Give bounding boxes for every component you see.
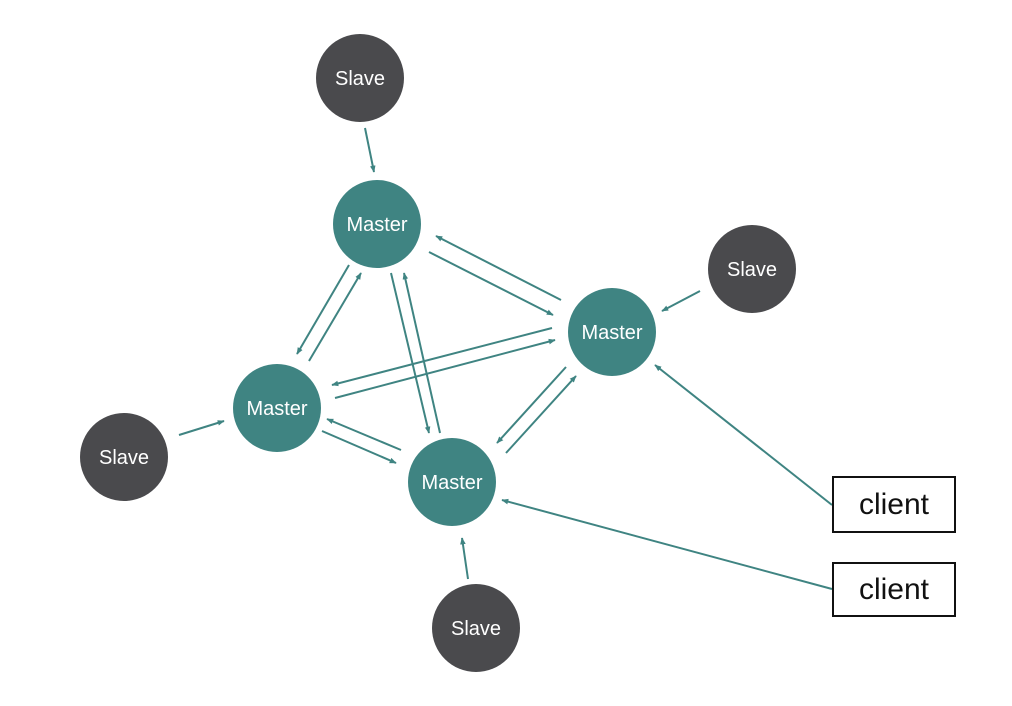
edge-slave-s1-to-master-m1 — [364, 127, 376, 173]
slaves-layer: Slave Slave Slave Slave — [80, 34, 796, 672]
edge-client-c1-to-m2 — [654, 364, 833, 506]
slave-node-s4[interactable]: Slave — [432, 584, 520, 672]
master-label: Master — [346, 214, 407, 236]
master-node-m2[interactable]: Master — [568, 288, 656, 376]
master-node-m1[interactable]: Master — [333, 180, 421, 268]
client-box-c2[interactable]: client — [832, 562, 956, 617]
slave-label: Slave — [335, 68, 385, 90]
master-label: Master — [246, 398, 307, 420]
edge-slave-s2-to-master-m2 — [661, 290, 701, 312]
clients-layer: client client — [832, 476, 956, 617]
edges-layer — [178, 127, 833, 590]
edge-m4-to-m2 — [505, 375, 577, 454]
slave-label: Slave — [451, 618, 501, 640]
edge-m1-to-m4 — [390, 272, 431, 434]
client-box-c1[interactable]: client — [832, 476, 956, 533]
slave-node-s1[interactable]: Slave — [316, 34, 404, 122]
edge-m3-to-m4 — [321, 430, 397, 464]
edge-m3-to-m1 — [308, 272, 362, 362]
master-label: Master — [421, 472, 482, 494]
edge-m4-to-m1 — [402, 272, 441, 434]
edge-m4-to-m3 — [326, 418, 402, 451]
master-node-m4[interactable]: Master — [408, 438, 496, 526]
edge-slave-s4-to-master-m4 — [460, 537, 469, 580]
edge-slave-s3-to-master-m3 — [178, 420, 225, 436]
slave-node-s2[interactable]: Slave — [708, 225, 796, 313]
edge-m3-to-m2 — [334, 338, 556, 399]
edge-client-c2-to-m4 — [501, 498, 833, 590]
edge-m2-to-m3 — [331, 327, 553, 387]
slave-node-s3[interactable]: Slave — [80, 413, 168, 501]
edge-m2-to-m1 — [435, 235, 562, 301]
edge-m1-to-m3 — [296, 264, 350, 355]
client-label: client — [859, 488, 930, 521]
master-node-m3[interactable]: Master — [233, 364, 321, 452]
slave-label: Slave — [727, 259, 777, 281]
edge-m1-to-m2 — [428, 251, 554, 316]
edge-m2-to-m4 — [496, 366, 567, 444]
masters-layer: Master Master Master Master — [233, 180, 656, 526]
slave-label: Slave — [99, 447, 149, 469]
master-label: Master — [581, 322, 642, 344]
client-label: client — [859, 573, 930, 606]
